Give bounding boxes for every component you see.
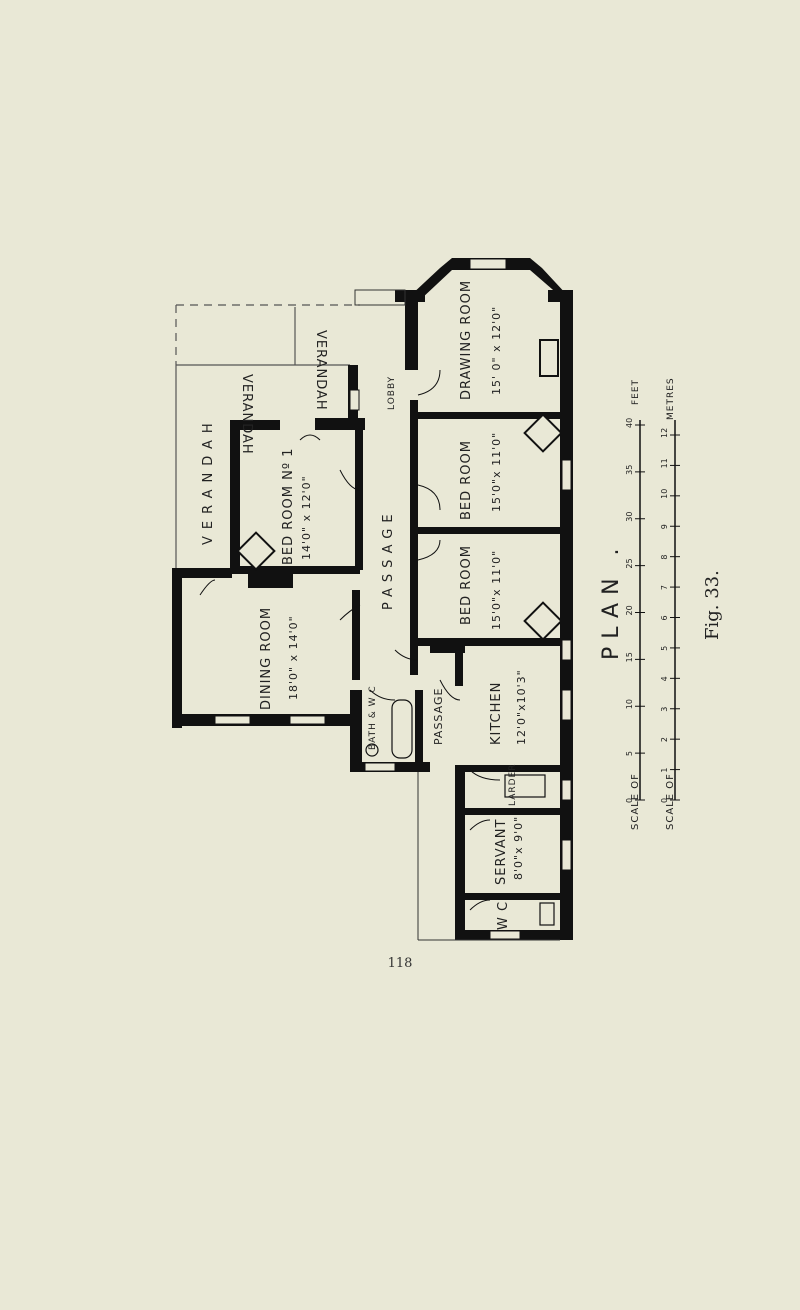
scale-metres-tick-label: 2 (660, 737, 669, 742)
scale-metres-tick-label: 3 (660, 707, 669, 712)
scale-metres-tick-label: 12 (660, 428, 669, 438)
servant-name: SERVANT (494, 819, 509, 885)
scale-feet-tick-label: 40 (625, 418, 634, 428)
scale-metres-tick-label: 0 (660, 798, 669, 803)
scale-feet-tick-label: 20 (625, 605, 634, 615)
kitchen-name: KITCHEN (489, 682, 504, 745)
servant-dim: 8'0"x 9'0" (512, 816, 525, 880)
bath-fixtures (365, 699, 555, 926)
bed-room-a: BED ROOM 15'0"x 11'0" (459, 432, 503, 520)
verandah-top-label: VERANDAH (313, 330, 328, 411)
scale-metres-unit: METRES (666, 377, 676, 420)
larder-name: LARDER (508, 763, 518, 806)
bed-room-1-name: BED ROOM Nº 1 (281, 448, 296, 565)
scale-feet-tick-label: 15 (625, 652, 634, 662)
scale-metres-tick-label: 5 (660, 646, 669, 651)
bed-room-b-name: BED ROOM (459, 545, 474, 625)
dining-room: DINING ROOM 18'0" x 14'0" (259, 607, 300, 710)
wc-right: W C (496, 901, 511, 930)
scale-feet-label: SCALE OF (630, 773, 641, 830)
scale-metres-tick-label: 4 (660, 676, 669, 681)
scale-metres-label: SCALE OF (665, 773, 676, 830)
scale-feet-ticks: 0 5 10 15 20 25 30 35 40 (625, 418, 645, 803)
bay-window (410, 258, 568, 300)
bath-wc-name: BATH & W C (368, 685, 378, 750)
bed-room-1: BED ROOM Nº 1 14'0" x 12'0" (281, 448, 313, 565)
scale-feet: SCALE OF 0 5 10 15 20 25 30 35 40 FEET (625, 379, 645, 830)
bed-room-b-dim: 15'0"x 11'0" (490, 550, 503, 630)
verandah-outline (175, 304, 360, 580)
wc-right-name: W C (496, 901, 511, 930)
bed-room-b: BED ROOM 15'0"x 11'0" (459, 545, 503, 630)
bath-wc: BATH & W C (368, 685, 378, 750)
passage-label: PASSAGE (381, 508, 396, 610)
windows (214, 258, 572, 940)
dining-room-name: DINING ROOM (259, 607, 274, 710)
larder: LARDER (508, 763, 518, 806)
scale-feet-tick-label: 25 (625, 558, 634, 568)
fireplaces (236, 339, 563, 641)
dining-room-dim: 18'0" x 14'0" (287, 615, 300, 700)
scale-feet-tick-label: 10 (625, 699, 634, 709)
drawing-room-name: DRAWING ROOM (459, 280, 474, 400)
scale-metres-tick-label: 7 (660, 585, 669, 590)
drawing-room-dim: 15' 0" x 12'0" (490, 306, 503, 395)
verandah-label: VERANDAH (201, 416, 216, 545)
scale-metres-tick-label: 8 (660, 555, 669, 560)
drawing-room: DRAWING ROOM 15' 0" x 12'0" (459, 280, 503, 400)
scale-feet-tick-label: 35 (625, 465, 634, 475)
page-number: 118 (387, 956, 413, 971)
lobby-label: LOBBY (387, 376, 397, 410)
bed-room-a-name: BED ROOM (459, 440, 474, 520)
verandah-mid-label: VERANDAH (239, 374, 254, 455)
scale-feet-tick-label: 5 (625, 751, 634, 756)
scale-metres-tick-label: 1 (660, 767, 669, 772)
kitchen: KITCHEN 12'0"x10'3" (489, 669, 528, 745)
scale-feet-unit: FEET (631, 379, 641, 405)
yard-outline (354, 289, 560, 941)
scale-metres-tick-label: 6 (660, 615, 669, 620)
scale-feet-tick-label: 30 (625, 512, 634, 522)
servant-room: SERVANT 8'0"x 9'0" (494, 816, 525, 885)
figure-caption: Fig. 33. (702, 570, 723, 640)
plan-title: PLAN . (599, 540, 624, 660)
bed-room-1-dim: 14'0" x 12'0" (300, 475, 313, 560)
scale-metres-tick-label: 10 (660, 489, 669, 499)
door-swings (199, 369, 501, 911)
kitchen-dim: 12'0"x10'3" (515, 669, 528, 745)
scale-feet-tick-label: 0 (625, 798, 634, 803)
bed-room-a-dim: 15'0"x 11'0" (490, 432, 503, 512)
scale-metres-tick-label: 9 (660, 524, 669, 529)
scale-metres-tick-label: 11 (660, 458, 669, 468)
passage-2-label: PASSAGE (432, 688, 445, 745)
